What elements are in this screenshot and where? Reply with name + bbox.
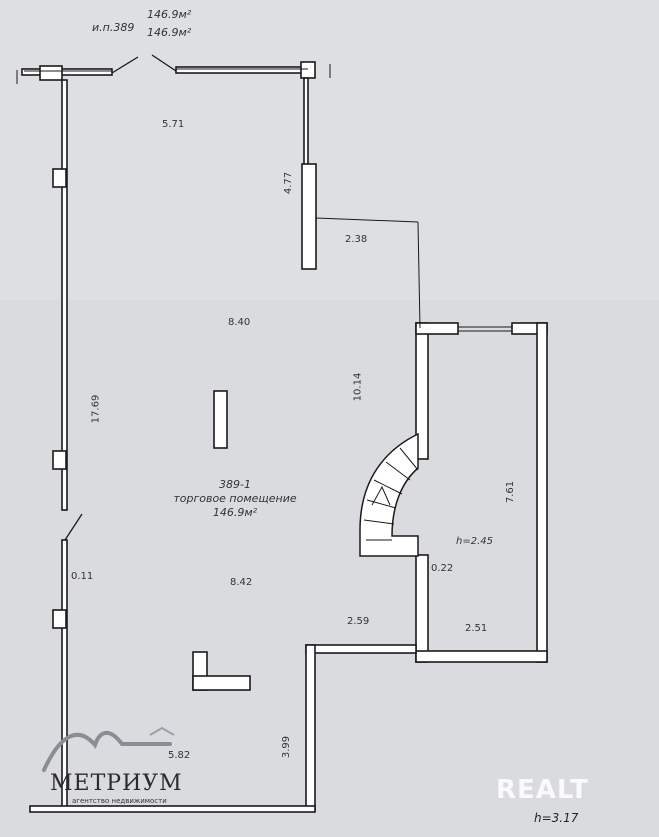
stair-treads — [363, 447, 419, 541]
left-pier-2 — [52, 450, 67, 470]
left-wall-upper — [61, 79, 68, 511]
dim-left-length: 17.69 — [90, 394, 102, 424]
corner-column-top-left — [39, 65, 63, 81]
side-room-right-wall — [536, 322, 548, 663]
dim-bottom-right-wall: 3.99 — [281, 735, 293, 759]
area-line-1: 146.9м² — [147, 8, 192, 21]
notch-top-line — [315, 217, 419, 223]
dim-door-offset: 0.11 — [71, 571, 94, 582]
side-room-bottom-wall — [415, 650, 548, 663]
side-room-top-wall-left — [415, 322, 459, 335]
room-area: 146.9м² — [212, 506, 258, 519]
unit-label: и.п.389 — [92, 21, 135, 34]
dim-bottom-step: 2.59 — [347, 616, 370, 627]
dim-lower-width: 8.42 — [230, 577, 253, 588]
height-main: h=3.17 — [534, 811, 579, 825]
dim-side-room-width: 2.51 — [465, 623, 488, 634]
bottom-column-horizontal — [192, 675, 251, 691]
dim-notch-width: 2.38 — [345, 234, 368, 245]
right-upper-wall — [303, 77, 309, 169]
dim-top-right-wall: 4.77 — [283, 171, 295, 195]
notch-right-line — [417, 221, 421, 329]
logo-wordmark: МЕТРИУМ — [50, 771, 183, 796]
logo-roof-icon — [42, 730, 172, 772]
entrance-door-left — [111, 56, 139, 74]
bottom-wall — [29, 805, 316, 813]
thin-lines — [16, 64, 512, 332]
watermark-text: REALT — [496, 775, 589, 805]
side-room-left-wall-lower — [415, 554, 429, 663]
logo-tagline: агентство недвижимости — [72, 797, 167, 805]
walls — [21, 61, 548, 813]
stair — [359, 432, 419, 557]
bottom-step-wall — [305, 644, 417, 654]
dim-mid-width: 8.40 — [228, 317, 251, 328]
doors — [64, 54, 177, 541]
entrance-door-right — [151, 54, 177, 72]
area-line-2: 146.9м² — [147, 26, 192, 39]
partition-upper — [301, 163, 317, 270]
logo-mark — [42, 726, 175, 772]
room-label: 389-1 торговое помещение 146.9м² — [150, 478, 320, 520]
paper-highlight — [0, 0, 659, 300]
top-wall-left — [21, 68, 113, 76]
room-number: 389-1 — [219, 478, 251, 491]
dim-bottom-width: 5.82 — [168, 750, 191, 761]
logo-house-icon — [149, 726, 175, 736]
corner-column-top-right — [300, 61, 316, 79]
top-wall-right — [175, 66, 311, 74]
room-name: торговое помещение — [173, 492, 297, 505]
stair-flight — [359, 432, 419, 557]
dim-side-room-length: 7.61 — [505, 480, 517, 504]
left-pier-3 — [52, 609, 67, 629]
bottom-right-wall — [305, 644, 316, 811]
dim-side-room-gap: 0.22 — [431, 563, 454, 574]
left-pier-1 — [52, 168, 67, 188]
side-door-leaf — [64, 513, 83, 541]
dim-top-width: 5.71 — [162, 119, 185, 130]
height-side-room: h=2.45 — [456, 536, 493, 547]
central-column — [213, 390, 228, 449]
left-wall-lower — [61, 539, 68, 811]
stair-arrow — [371, 485, 391, 506]
dim-right-length: 10.14 — [352, 372, 364, 402]
